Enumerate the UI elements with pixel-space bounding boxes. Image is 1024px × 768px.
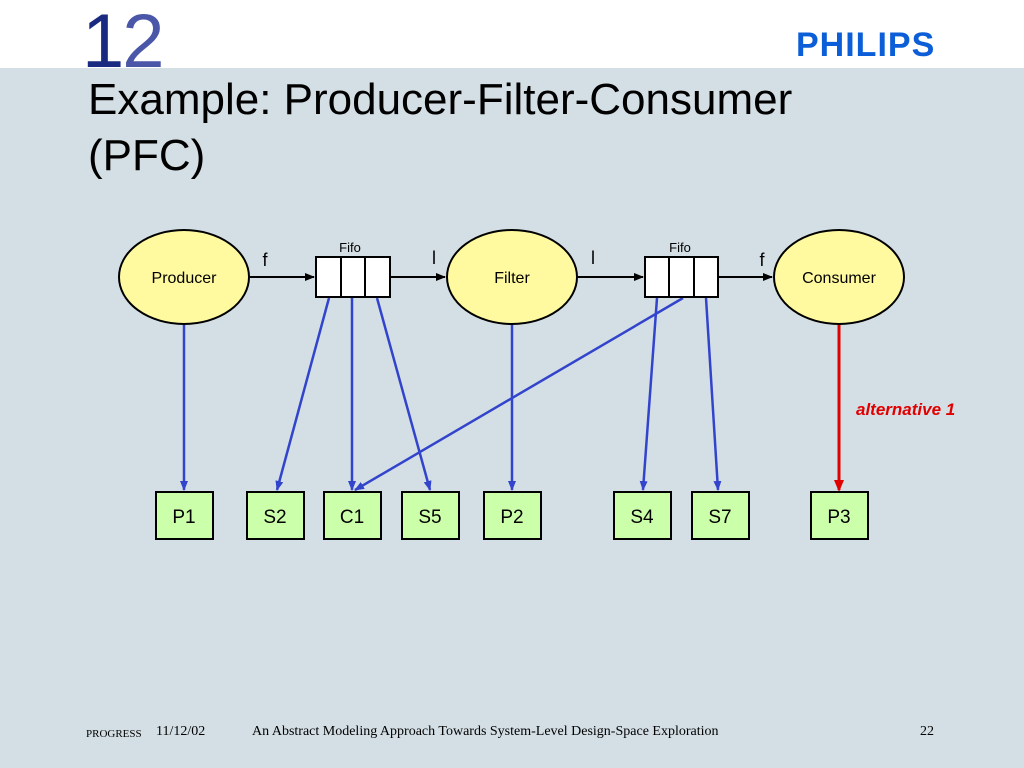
filter-label: Filter (494, 270, 530, 287)
resource-s2 (246, 491, 305, 540)
map-fifo1-s5 (375, 297, 432, 491)
resource-c1-label: C1 (340, 507, 364, 528)
fifo-2-label: Fifo (669, 240, 691, 255)
slide-title-line-2: (PFC) (88, 131, 206, 180)
resource-p2 (483, 491, 542, 540)
footer-progress: PROGRESS (86, 728, 142, 740)
label-filter-out: l (591, 248, 595, 268)
resource-p2-label: P2 (500, 507, 523, 528)
label-producer-out: f (262, 250, 268, 270)
resource-p3 (810, 491, 869, 540)
label-consumer-in: f (759, 250, 765, 270)
slide-number-logo: 12 (82, 4, 165, 80)
resource-s5-label: S5 (418, 507, 441, 528)
header-band (0, 0, 1024, 68)
producer-node (118, 229, 250, 325)
resource-p1 (155, 491, 214, 540)
resource-s7 (691, 491, 750, 540)
label-filter-in: l (432, 248, 436, 268)
consumer-node (773, 229, 905, 325)
resource-c1 (323, 491, 382, 540)
fifo-1-label: Fifo (339, 240, 361, 255)
alternative-annotation: alternative 1 (856, 400, 955, 419)
resource-s5 (401, 491, 460, 540)
producer-label: Producer (152, 270, 218, 287)
brand-logo: PHILIPS (796, 26, 936, 64)
map-fifo2-c1 (354, 296, 684, 492)
logo-digit-2: 2 (122, 0, 164, 84)
resource-s2-label: S2 (263, 507, 286, 528)
map-fifo1-s2 (275, 297, 331, 491)
consumer-label: Consumer (802, 270, 876, 287)
map-fifo2-s4 (639, 297, 659, 491)
resource-s4 (613, 491, 672, 540)
footer-title: An Abstract Modeling Approach Towards Sy… (252, 724, 719, 739)
fifo-1 (315, 256, 391, 298)
footer-page-number: 22 (920, 724, 934, 739)
filter-node (446, 229, 578, 325)
resource-s7-label: S7 (708, 507, 731, 528)
fifo-2 (644, 256, 719, 298)
resource-p1-label: P1 (172, 507, 195, 528)
resource-s4-label: S4 (630, 507, 654, 528)
resource-p3-label: P3 (827, 507, 850, 528)
footer-date: 11/12/02 (156, 724, 206, 739)
slide-title-line-1: Example: Producer-Filter-Consumer (88, 75, 793, 124)
logo-digit-1: 1 (82, 0, 124, 84)
slide-title: Example: Producer-Filter-Consumer (PFC) (88, 72, 988, 184)
map-fifo2-s7 (704, 297, 722, 491)
